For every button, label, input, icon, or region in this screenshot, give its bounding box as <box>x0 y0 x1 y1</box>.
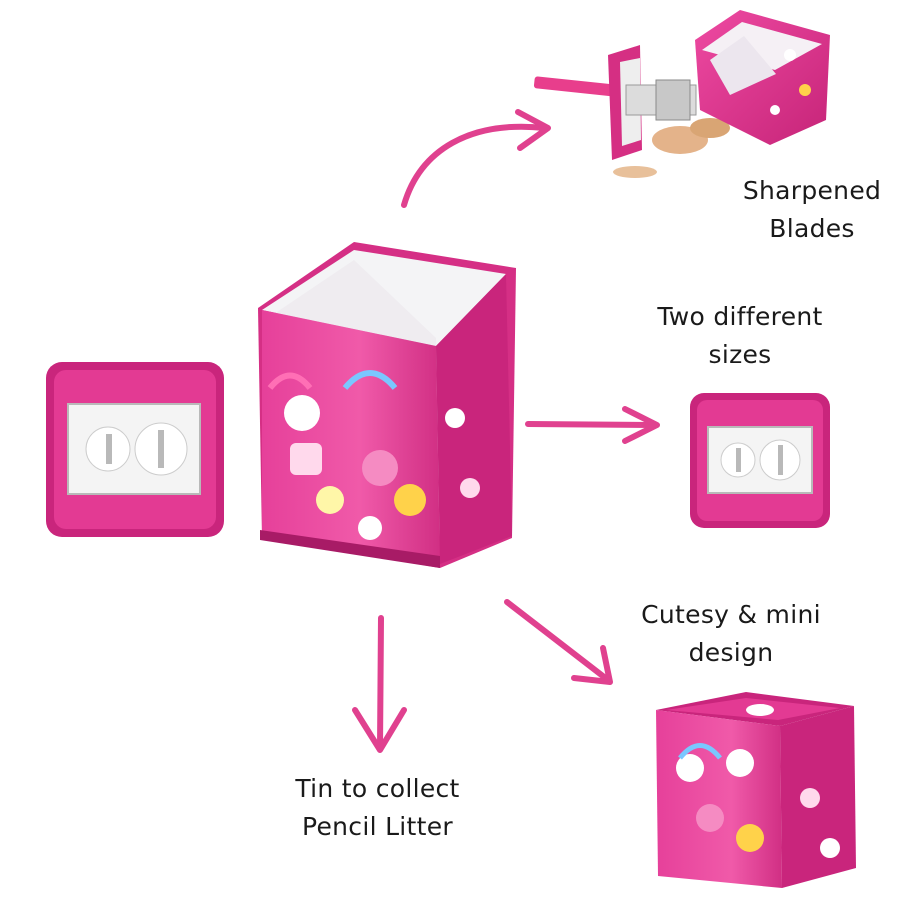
label-line: Blades <box>769 214 855 243</box>
arrow-head-3 <box>571 645 613 685</box>
curved-arrow <box>401 123 548 208</box>
label-line: Pencil Litter <box>301 812 454 841</box>
arrow-head-1 <box>515 109 551 151</box>
label-line: Cutesy & mini <box>641 600 821 629</box>
arrow-head-2 <box>622 406 660 444</box>
arrow-head-4 <box>352 707 407 753</box>
label-line: Sharpened <box>742 176 882 205</box>
diagonal-arrow <box>504 599 611 683</box>
sharpener-lid-left <box>46 362 224 537</box>
open-tin-center <box>258 242 516 568</box>
straight-arrow-right <box>525 421 658 428</box>
label-line: Two different <box>657 302 823 331</box>
sharpener-lid-right <box>690 393 830 528</box>
label-line: sizes <box>708 340 772 369</box>
label-cutesy-design: Cutesy & mini design <box>626 596 836 672</box>
sharpener-with-pencil-image <box>533 10 830 178</box>
down-arrow <box>377 615 384 751</box>
label-line: design <box>688 638 774 667</box>
label-line: Tin to collect <box>295 774 460 803</box>
label-tin-collect: Tin to collect Pencil Litter <box>270 770 485 846</box>
label-sharpened-blades: Sharpened Blades <box>732 172 892 248</box>
label-two-sizes: Two different sizes <box>640 298 840 374</box>
closed-tin-bottom-right <box>656 692 856 888</box>
